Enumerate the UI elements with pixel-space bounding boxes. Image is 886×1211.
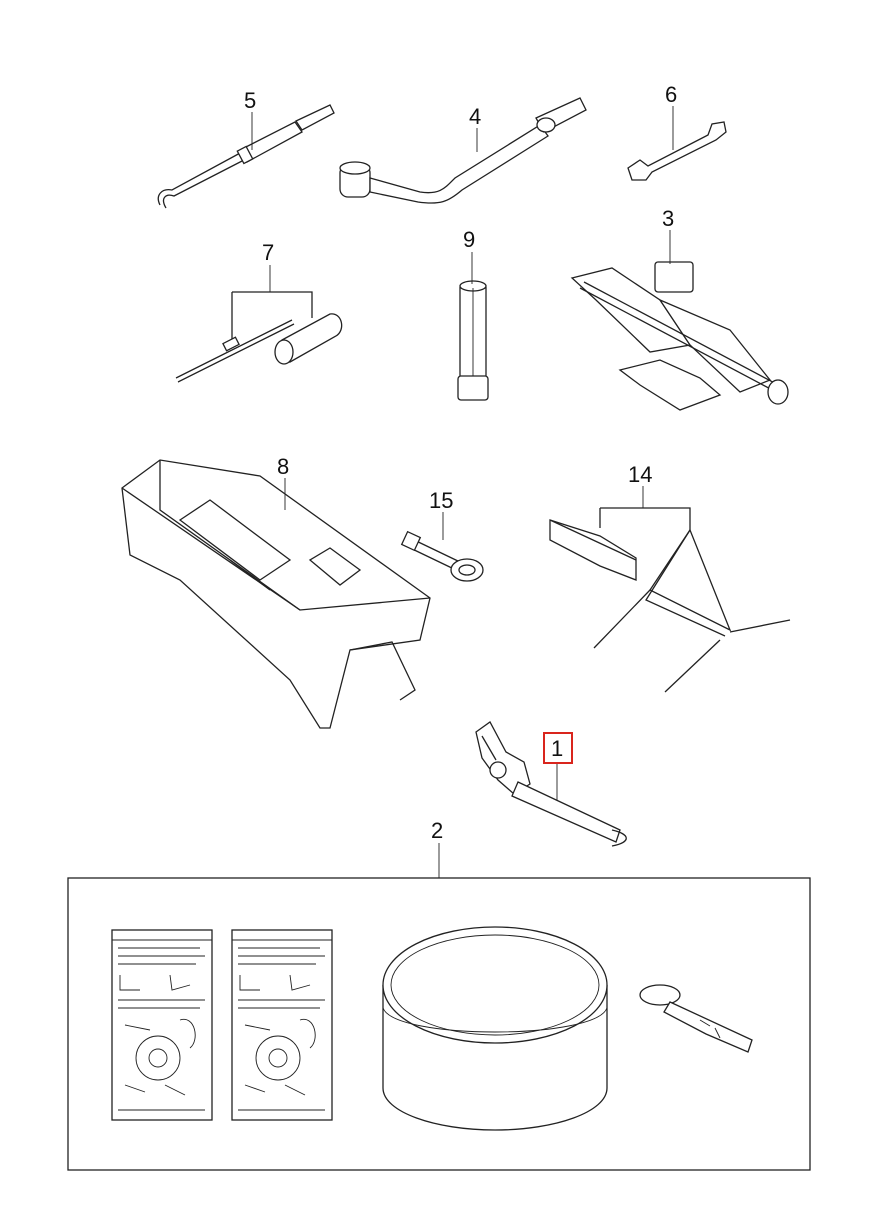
strap-icon[interactable] (475, 721, 627, 847)
valve-tool-icon (639, 984, 753, 1053)
tire-repair-kit-icon[interactable] (67, 877, 811, 1171)
towing-hook-icon[interactable] (157, 104, 335, 209)
instruction-sheet-1 (111, 929, 213, 1121)
callout-9: 9 (463, 227, 475, 252)
kit-frame (67, 877, 811, 1171)
callout-7: 7 (262, 240, 274, 265)
warning-triangle-icon[interactable] (549, 507, 791, 693)
tool-tray-icon[interactable] (121, 459, 431, 729)
sealant-canister-icon (382, 926, 608, 1131)
callout-4: 4 (469, 104, 481, 129)
wheel-wrench-icon[interactable] (339, 97, 587, 204)
callout-5: 5 (244, 88, 256, 113)
highlight-box (543, 732, 573, 764)
callout-14: 14 (628, 462, 652, 487)
scissor-jack-icon[interactable] (570, 261, 789, 411)
callout-6: 6 (665, 82, 677, 107)
callout-15: 15 (429, 488, 453, 513)
callout-3: 3 (662, 206, 674, 231)
callout-1: 1 (551, 736, 563, 761)
instruction-sheet-2 (231, 929, 333, 1121)
screwdriver-icon[interactable] (175, 291, 343, 383)
callout-2: 2 (431, 818, 443, 843)
callout-8: 8 (277, 454, 289, 479)
eye-bolt-icon[interactable] (400, 530, 484, 582)
socket-wrench-icon[interactable] (457, 280, 489, 401)
open-end-spanner-icon[interactable] (627, 121, 727, 181)
